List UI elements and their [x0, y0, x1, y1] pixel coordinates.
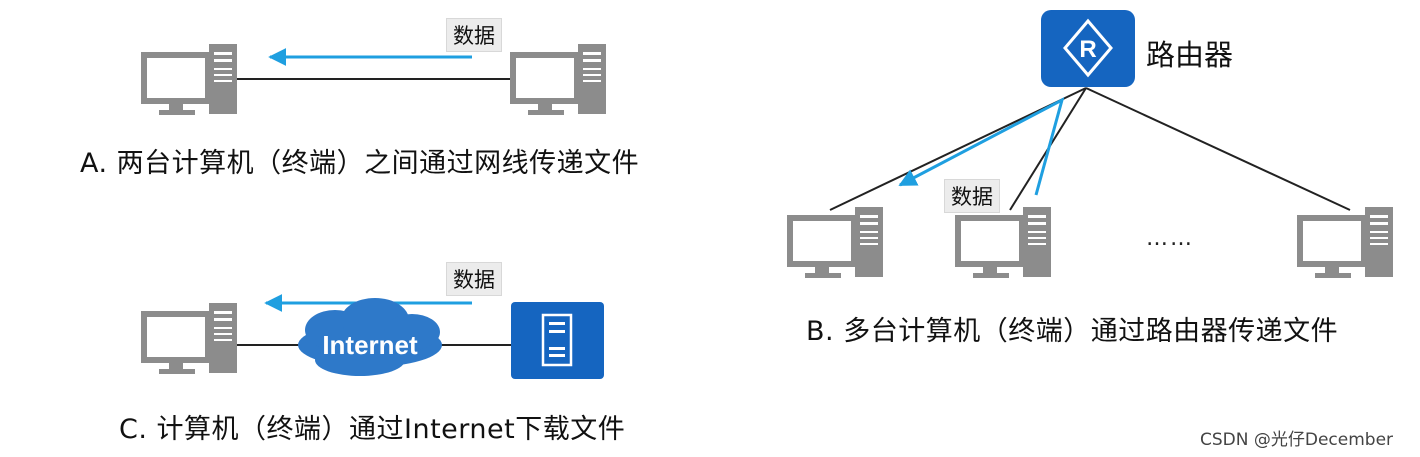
computer-icon-b-1: [787, 207, 883, 278]
computer-icon-b-2: [955, 207, 1051, 278]
caption-a: A. 两台计算机（终端）之间通过网线传递文件: [80, 148, 640, 179]
data-arrow-b: [898, 97, 1065, 196]
router-badge: R: [1079, 36, 1096, 63]
computer-icon-b-3: [1297, 207, 1393, 278]
router-icon: R: [1041, 10, 1135, 87]
caption-c: C. 计算机（终端）通过Internet下载文件: [119, 414, 626, 445]
more-computers-ellipsis: ……: [1146, 226, 1194, 251]
server-icon: [511, 302, 604, 379]
caption-b: B. 多台计算机（终端）通过路由器传递文件: [806, 316, 1339, 347]
internet-cloud-icon: Internet: [298, 298, 442, 376]
data-tag-b: 数据: [944, 179, 1000, 213]
watermark: CSDN @光仔December: [1200, 430, 1394, 450]
link-line-b-3: [1085, 87, 1351, 211]
computer-icon-c: [141, 303, 237, 374]
data-tag-c: 数据: [446, 262, 502, 296]
computer-icon-a-right: [510, 44, 606, 115]
router-label: 路由器: [1146, 38, 1234, 72]
data-tag-a: 数据: [446, 18, 502, 52]
cloud-label: Internet: [322, 330, 418, 360]
computer-icon-a-left: [141, 44, 237, 115]
